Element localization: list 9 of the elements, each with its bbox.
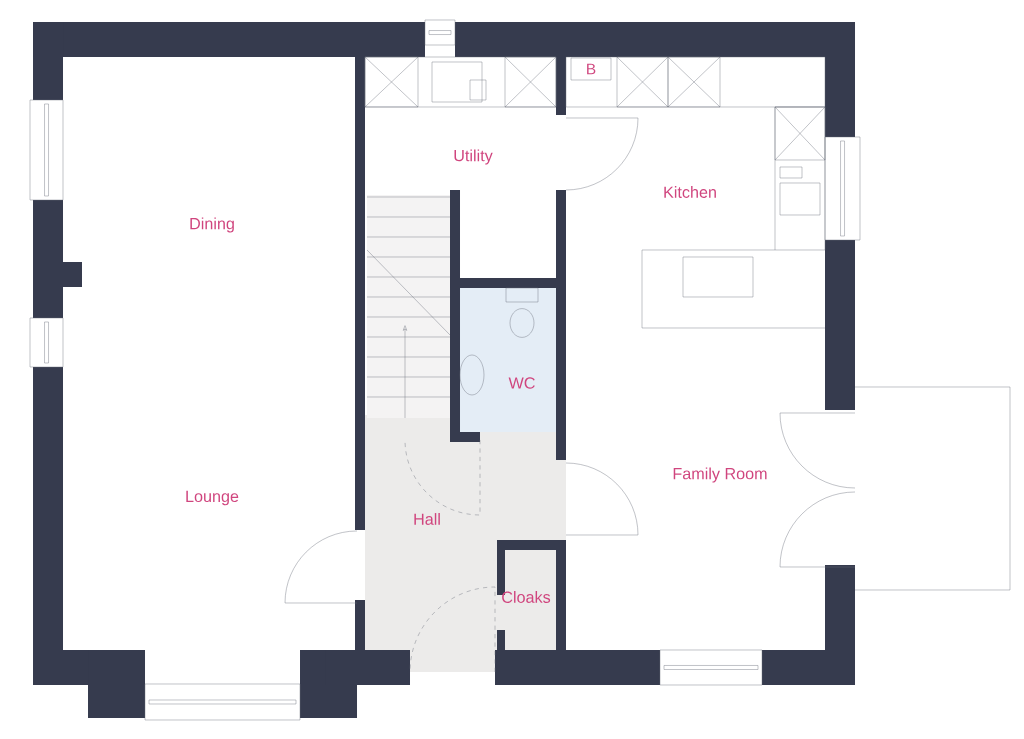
room-label: Kitchen <box>664 186 716 198</box>
room-label: Cloaks <box>502 591 551 603</box>
room-label: Lounge <box>186 490 239 506</box>
room-label: Utility <box>454 149 493 165</box>
room-label: Hall <box>414 513 440 525</box>
room-label: Family Room <box>673 467 767 483</box>
room-label: WC <box>508 377 535 389</box>
room-label: Dining <box>190 217 234 233</box>
boiler-box: B <box>570 57 612 81</box>
